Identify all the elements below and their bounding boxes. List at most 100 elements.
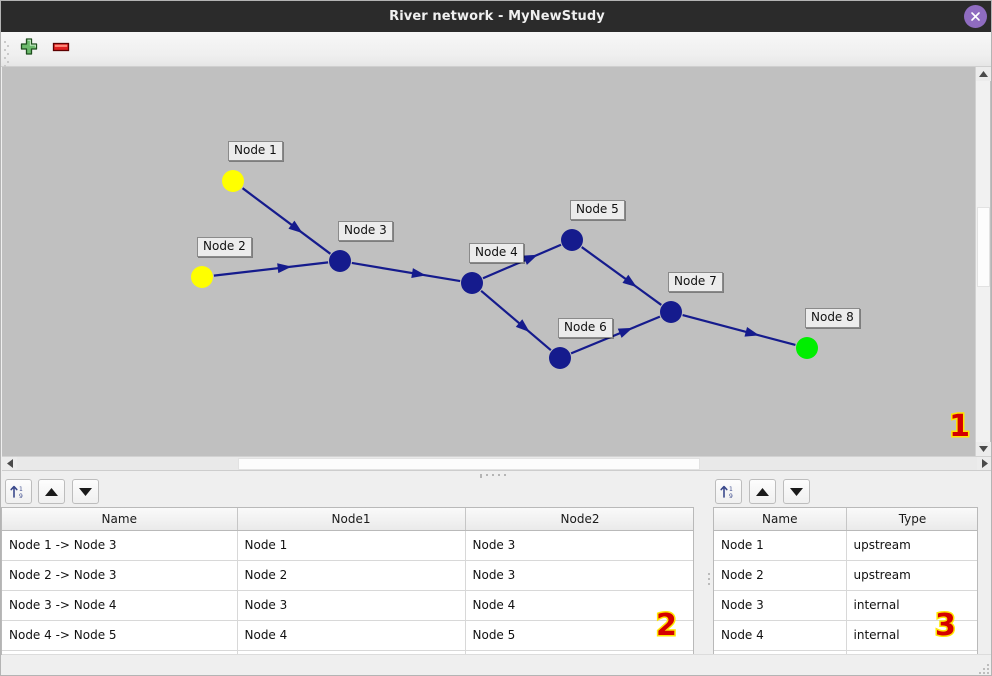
close-button[interactable] xyxy=(964,5,987,28)
nodes-cell-3-1[interactable]: internal xyxy=(846,620,977,651)
graph-node-label-node4[interactable]: Node 4 xyxy=(469,243,524,263)
graph-node-label-node7[interactable]: Node 7 xyxy=(668,272,723,292)
svg-text:1: 1 xyxy=(729,486,733,493)
graph-node-node1[interactable] xyxy=(222,170,244,192)
graph-edge[interactable] xyxy=(682,314,796,346)
nodes-cell-1-0[interactable]: Node 2 xyxy=(714,560,847,591)
add-node-icon xyxy=(18,38,40,62)
graph-edge[interactable] xyxy=(213,261,329,277)
scroll-right-button[interactable] xyxy=(977,457,991,471)
links-cell-3-0[interactable]: Node 4 -> Node 5 xyxy=(2,620,238,651)
window-title: River network - MyNewStudy xyxy=(389,9,605,24)
graph-node-node6[interactable] xyxy=(549,347,571,369)
delete-node-button[interactable] xyxy=(50,36,78,62)
graph-vscroll-thumb[interactable] xyxy=(977,207,990,287)
links-cell-0-0[interactable]: Node 1 -> Node 3 xyxy=(2,530,238,561)
nodes-sort-button[interactable]: 1 9 xyxy=(715,479,742,504)
edge-layer xyxy=(213,187,796,355)
svg-text:9: 9 xyxy=(19,493,23,500)
title-bar: River network - MyNewStudy xyxy=(1,1,991,32)
graph-horizontal-scrollbar[interactable] xyxy=(2,456,991,471)
links-cell-2-1[interactable]: Node 3 xyxy=(237,590,466,621)
graph-node-label-node2[interactable]: Node 2 xyxy=(197,237,252,257)
links-cell-empty xyxy=(237,650,466,654)
nodes-column-header-0[interactable]: Name xyxy=(714,508,847,531)
graph-hscroll-thumb[interactable] xyxy=(238,458,700,470)
nodes-cell-empty xyxy=(846,650,977,654)
links-cell-3-2[interactable]: Node 5 xyxy=(465,620,693,651)
graph-edge[interactable] xyxy=(581,246,662,306)
links-cell-2-0[interactable]: Node 3 -> Node 4 xyxy=(2,590,238,621)
nodes-move-down-button[interactable] xyxy=(783,479,810,504)
toolbar-grip[interactable] xyxy=(4,39,9,71)
links-table-toolbar: 1 9 xyxy=(5,478,705,505)
edge-arrow-icon xyxy=(288,220,303,234)
table-row-empty xyxy=(714,650,977,654)
nodes-cell-0-0[interactable]: Node 1 xyxy=(714,530,847,561)
network-graph-canvas[interactable] xyxy=(2,67,992,456)
node-layer xyxy=(191,170,818,369)
annotation-marker-3: 3 xyxy=(934,608,958,643)
links-move-down-button[interactable] xyxy=(72,479,99,504)
links-cell-2-2[interactable]: Node 4 xyxy=(465,590,693,621)
links-cell-0-2[interactable]: Node 3 xyxy=(465,530,693,561)
network-graph-pane[interactable]: Node 1 Node 2 Node 3 Node 4 Node 5 Node 6 Node… xyxy=(2,67,992,456)
nodes-column-header-1[interactable]: Type xyxy=(846,508,977,531)
graph-node-node4[interactable] xyxy=(461,272,483,294)
edge-arrow-icon xyxy=(515,319,530,333)
links-move-up-button[interactable] xyxy=(38,479,65,504)
window-resize-grip[interactable] xyxy=(977,662,989,674)
tables-area: 1 9 1 9 xyxy=(1,478,991,675)
graph-node-node5[interactable] xyxy=(561,229,583,251)
scroll-down-button[interactable] xyxy=(976,442,991,456)
links-sort-button[interactable]: 1 9 xyxy=(5,479,32,504)
graph-node-node3[interactable] xyxy=(329,250,351,272)
graph-node-node7[interactable] xyxy=(660,301,682,323)
nodes-cell-3-0[interactable]: Node 4 xyxy=(714,620,847,651)
add-node-button[interactable] xyxy=(18,36,46,62)
links-cell-1-2[interactable]: Node 3 xyxy=(465,560,693,591)
graph-edge[interactable] xyxy=(241,187,332,255)
graph-node-label-node8[interactable]: Node 8 xyxy=(805,308,860,328)
graph-node-label-node1[interactable]: Node 1 xyxy=(228,141,283,161)
graph-edge[interactable] xyxy=(351,261,461,283)
nodes-cell-2-1[interactable]: internal xyxy=(846,590,977,621)
graph-vertical-scrollbar[interactable] xyxy=(975,67,991,456)
scroll-up-button[interactable] xyxy=(976,67,991,81)
nodes-cell-0-1[interactable]: upstream xyxy=(846,530,977,561)
nodes-move-up-button[interactable] xyxy=(749,479,776,504)
nodes-cell-2-0[interactable]: Node 3 xyxy=(714,590,847,621)
links-cell-3-1[interactable]: Node 4 xyxy=(237,620,466,651)
graph-node-node2[interactable] xyxy=(191,266,213,288)
pane-splitter[interactable] xyxy=(2,470,991,478)
links-column-header-1[interactable]: Node1 xyxy=(237,508,466,531)
scroll-left-button[interactable] xyxy=(2,457,17,471)
status-strip xyxy=(2,654,991,675)
links-cell-1-1[interactable]: Node 2 xyxy=(237,560,466,591)
tables-splitter[interactable] xyxy=(707,507,712,655)
nodes-cell-1-1[interactable]: upstream xyxy=(846,560,977,591)
splitter-grip xyxy=(480,474,514,478)
graph-node-label-node3[interactable]: Node 3 xyxy=(338,221,393,241)
graph-edge[interactable] xyxy=(480,289,552,352)
links-cell-0-1[interactable]: Node 1 xyxy=(237,530,466,561)
links-column-header-2[interactable]: Node2 xyxy=(465,508,693,531)
links-cell-1-0[interactable]: Node 2 -> Node 3 xyxy=(2,560,238,591)
links-column-header-0[interactable]: Name xyxy=(2,508,238,531)
graph-node-label-node6[interactable]: Node 6 xyxy=(558,318,613,338)
graph-node-node8[interactable] xyxy=(796,337,818,359)
graph-node-label-node5[interactable]: Node 5 xyxy=(570,200,625,220)
graph-edge[interactable] xyxy=(570,315,661,355)
